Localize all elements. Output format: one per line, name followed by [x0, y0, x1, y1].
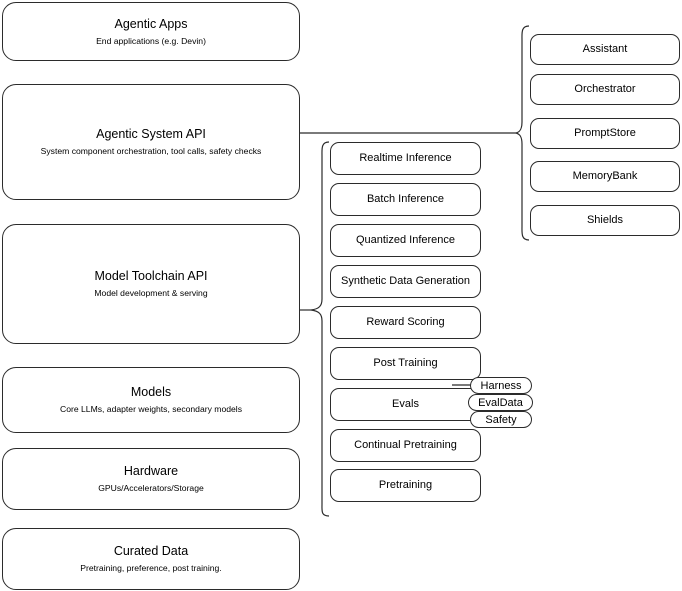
toolchain-label: Reward Scoring: [366, 316, 445, 328]
layer-title: Hardware: [123, 464, 179, 478]
layer-subtitle: Core LLMs, adapter weights, secondary mo…: [60, 404, 242, 414]
evals-pill-label: EvalData: [478, 396, 523, 409]
system-component-orchestrator[interactable]: Orchestrator: [530, 74, 680, 105]
evals-pill-harness[interactable]: Harness: [470, 377, 532, 394]
toolchain-batch-inference[interactable]: Batch Inference: [330, 183, 481, 216]
system-component-assistant[interactable]: Assistant: [530, 34, 680, 65]
layer-subtitle: GPUs/Accelerators/Storage: [98, 483, 204, 493]
layer-curated-data[interactable]: Curated Data Pretraining, preference, po…: [2, 528, 300, 590]
toolchain-label: Synthetic Data Generation: [340, 275, 471, 287]
toolchain-label: Pretraining: [378, 479, 433, 491]
toolchain-label: Continual Pretraining: [354, 439, 457, 451]
system-component-label: Shields: [586, 214, 624, 226]
evals-pill-safety[interactable]: Safety: [470, 411, 532, 428]
system-component-label: Orchestrator: [574, 83, 636, 95]
layer-agentic-apps[interactable]: Agentic Apps End applications (e.g. Devi…: [2, 2, 300, 61]
toolchain-post-training[interactable]: Post Training: [330, 347, 481, 380]
toolchain-label: Evals: [392, 398, 419, 410]
layer-subtitle: Pretraining, preference, post training.: [80, 563, 222, 573]
layer-title: Agentic Apps: [114, 16, 188, 31]
system-component-promptstore[interactable]: PromptStore: [530, 118, 680, 149]
system-component-label: Assistant: [582, 43, 628, 55]
evals-pill-label: Harness: [480, 379, 522, 392]
toolchain-synthetic-data-generation[interactable]: Synthetic Data Generation: [330, 265, 481, 298]
toolchain-pretraining[interactable]: Pretraining: [330, 469, 481, 502]
layer-subtitle: Model development & serving: [94, 288, 208, 298]
system-component-shields[interactable]: Shields: [530, 205, 680, 236]
layer-agentic-system-api[interactable]: Agentic System API System component orch…: [2, 84, 300, 200]
evals-pill-label: Safety: [485, 413, 517, 426]
brace-system-components: [515, 25, 530, 241]
toolchain-continual-pretraining[interactable]: Continual Pretraining: [330, 429, 481, 462]
evals-pill-evaldata[interactable]: EvalData: [468, 394, 533, 411]
toolchain-label: Post Training: [373, 357, 438, 369]
layer-model-toolchain-api[interactable]: Model Toolchain API Model development & …: [2, 224, 300, 344]
toolchain-label: Batch Inference: [366, 193, 445, 205]
toolchain-label: Quantized Inference: [355, 234, 456, 246]
system-component-memorybank[interactable]: MemoryBank: [530, 161, 680, 192]
layer-hardware[interactable]: Hardware GPUs/Accelerators/Storage: [2, 448, 300, 510]
layer-subtitle: End applications (e.g. Devin): [96, 35, 206, 46]
system-component-label: MemoryBank: [572, 170, 638, 182]
brace-toolchain-components: [310, 141, 330, 517]
layer-title: Curated Data: [113, 544, 189, 558]
toolchain-reward-scoring[interactable]: Reward Scoring: [330, 306, 481, 339]
layer-title: Model Toolchain API: [94, 269, 208, 283]
toolchain-quantized-inference[interactable]: Quantized Inference: [330, 224, 481, 257]
toolchain-label: Realtime Inference: [359, 152, 452, 164]
toolchain-realtime-inference[interactable]: Realtime Inference: [330, 142, 481, 175]
system-component-label: PromptStore: [574, 127, 636, 139]
layer-title: Agentic System API: [96, 127, 206, 141]
layer-subtitle: System component orchestration, tool cal…: [40, 146, 262, 156]
layer-title: Models: [130, 385, 172, 399]
toolchain-evals[interactable]: Evals: [330, 388, 481, 421]
layer-models[interactable]: Models Core LLMs, adapter weights, secon…: [2, 367, 300, 433]
